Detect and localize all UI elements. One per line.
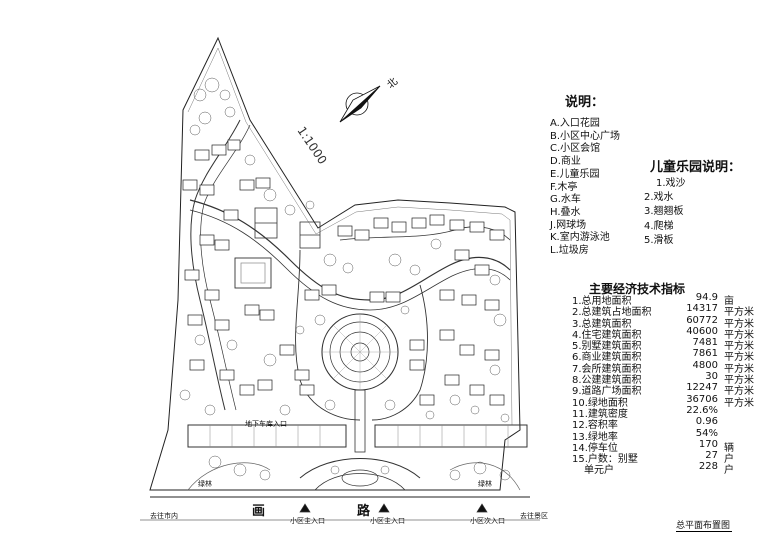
playground-item: 5.滑板	[644, 234, 674, 246]
drawing-title: 总平面布置图	[676, 521, 731, 531]
playground-list: 1.戏沙 2.戏水 3.翘翘板 4.爬梯 5.滑板	[644, 177, 686, 248]
vegetation	[179, 77, 511, 481]
entrance-garden	[299, 458, 421, 479]
playground-title: 儿童乐园说明：	[650, 160, 742, 175]
legend-item: A.入口花园	[550, 118, 600, 129]
residential-blocks	[182, 139, 505, 406]
green-belt-left-label: 绿林	[198, 480, 212, 488]
commercial-building	[187, 424, 347, 448]
playground-item: 1.戏沙	[656, 178, 686, 189]
legend-item: J.网球场	[550, 219, 587, 231]
legend-item: H.叠水	[550, 206, 581, 218]
destination-right-label: 去往景区	[520, 512, 548, 520]
road-char-2: 路	[357, 504, 373, 519]
destination-left-label: 去往市内	[150, 512, 178, 520]
legend-item: G.水车	[550, 194, 581, 206]
main-entrance-center-label: 小区主入口	[370, 517, 405, 525]
legend-item: K.室内游泳池	[550, 232, 610, 244]
site-boundary	[149, 36, 521, 491]
green-belt-right-label: 绿林	[478, 480, 492, 488]
north-arrow	[339, 85, 381, 123]
indoor-pool	[234, 257, 272, 289]
legend-item: D.商业	[550, 156, 581, 168]
legend-item: F.木亭	[550, 181, 578, 193]
legend-list: A.入口花园 B.小区中心广场 C.小区会馆 D.商业 E.儿童乐园 F.木亭 …	[550, 118, 620, 258]
playground-item: 4.爬梯	[644, 220, 674, 232]
main-entrance-label: 小区主入口	[290, 517, 325, 525]
legend-title: 说明：	[565, 95, 605, 110]
garage-entrance-label: 地下车库入口	[245, 420, 287, 428]
drawing-title-underline	[676, 531, 732, 532]
tech-title: 主要经济技术指标	[589, 282, 686, 296]
secondary-entrance-label: 小区次入口	[470, 517, 505, 525]
playground-item: 2.戏水	[644, 192, 674, 204]
legend-item: B.小区中心广场	[550, 130, 621, 142]
legend-item: E.儿童乐园	[550, 168, 600, 180]
road-char-1: 画	[252, 504, 268, 519]
legend-item: L.垃圾房	[550, 245, 589, 257]
legend-item: C.小区会馆	[550, 143, 601, 155]
playground-item: 3.翘翘板	[644, 206, 684, 218]
